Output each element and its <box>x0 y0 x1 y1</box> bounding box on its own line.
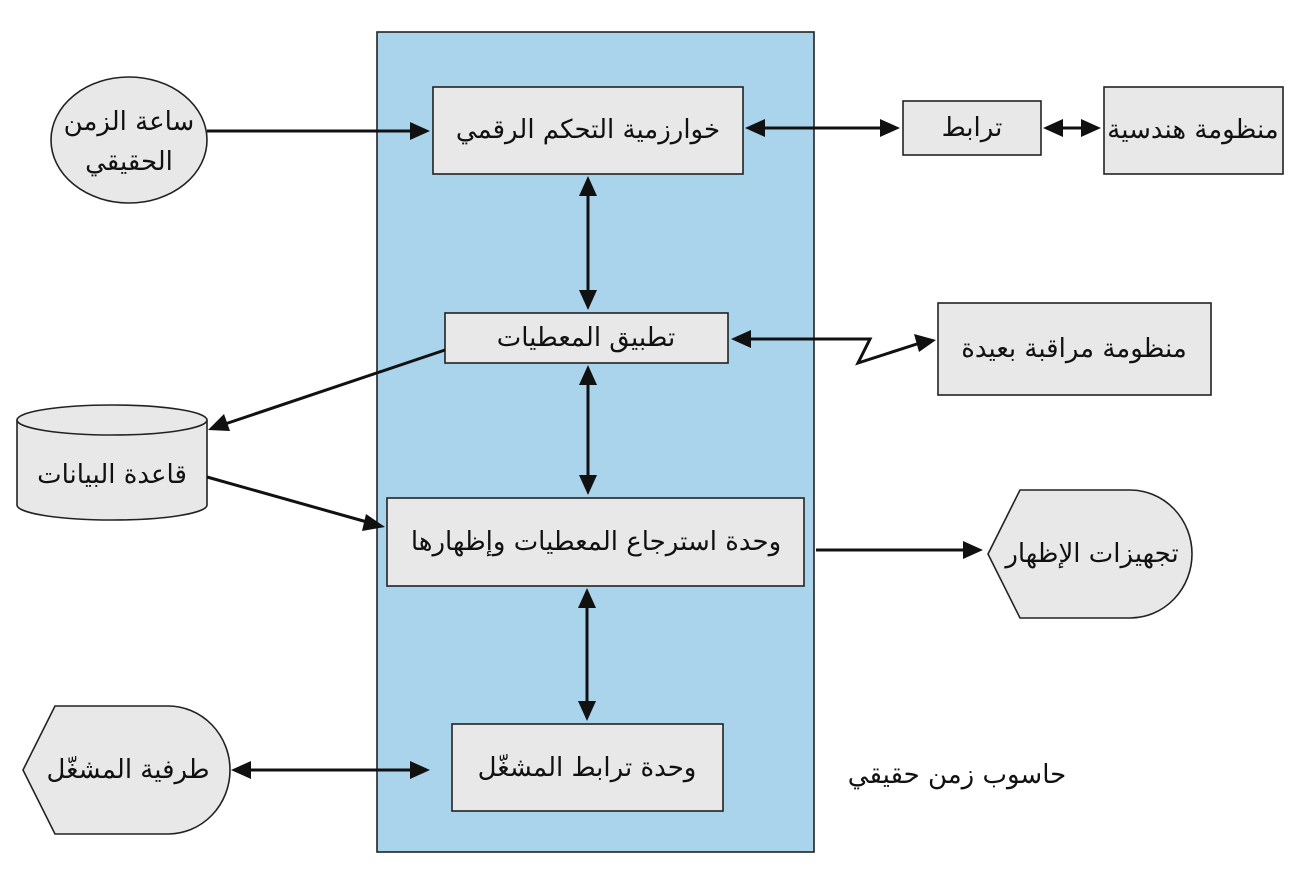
arrow-retrieval-to-display <box>816 541 983 559</box>
retrieval-display-label: وحدة استرجاع المعطيات وإظهارها <box>411 527 781 557</box>
data-processing-label: تطبيق المعطيات <box>497 323 676 353</box>
arrow-processing-retrieval <box>579 365 597 495</box>
engineering-system-label: منظومة هندسية <box>1107 115 1278 145</box>
arrow-control-processing <box>579 176 597 310</box>
arrow-clock-to-control <box>207 122 430 140</box>
arrow-terminal-operator <box>231 761 430 779</box>
digital-control-box: خوارزمية التحكم الرقمي <box>432 86 744 175</box>
operator-interface-box: وحدة ترابط المشغّل <box>451 723 724 812</box>
arrow-coupling-engineering <box>1043 119 1101 137</box>
engineering-system-box: منظومة هندسية <box>1103 86 1284 175</box>
retrieval-display-box: وحدة استرجاع المعطيات وإظهارها <box>386 497 805 587</box>
coupling-box: ترابط <box>902 100 1042 156</box>
operator-terminal-node: طرفية المشغّل <box>22 705 231 835</box>
real-time-clock-node: ساعة الزمن الحقيقي <box>50 76 208 204</box>
remote-monitoring-box: منظومة مراقبة بعيدة <box>937 302 1212 396</box>
database-node: قاعدة البيانات <box>16 404 208 521</box>
panel-caption: حاسوب زمن حقيقي <box>848 760 1066 790</box>
remote-monitoring-label: منظومة مراقبة بعيدة <box>961 334 1187 364</box>
arrow-control-coupling <box>745 119 900 137</box>
arrow-processing-to-database <box>208 348 446 431</box>
operator-terminal-label: طرفية المشغّل <box>46 755 209 785</box>
arrow-processing-remote <box>731 330 936 366</box>
display-equipment-node: تجهيزات الإظهار <box>987 489 1193 619</box>
real-time-clock-label-line1: ساعة الزمن <box>64 107 195 137</box>
arrow-retrieval-operator <box>578 588 596 721</box>
data-processing-box: تطبيق المعطيات <box>444 312 729 364</box>
operator-interface-label: وحدة ترابط المشغّل <box>478 753 697 783</box>
display-equipment-label: تجهيزات الإظهار <box>1003 539 1178 569</box>
database-label: قاعدة البيانات <box>37 460 187 490</box>
coupling-label: ترابط <box>942 113 1003 143</box>
real-time-clock-label-line2: الحقيقي <box>85 147 173 177</box>
arrow-database-to-retrieval <box>206 475 385 531</box>
digital-control-label: خوارزمية التحكم الرقمي <box>456 115 720 145</box>
